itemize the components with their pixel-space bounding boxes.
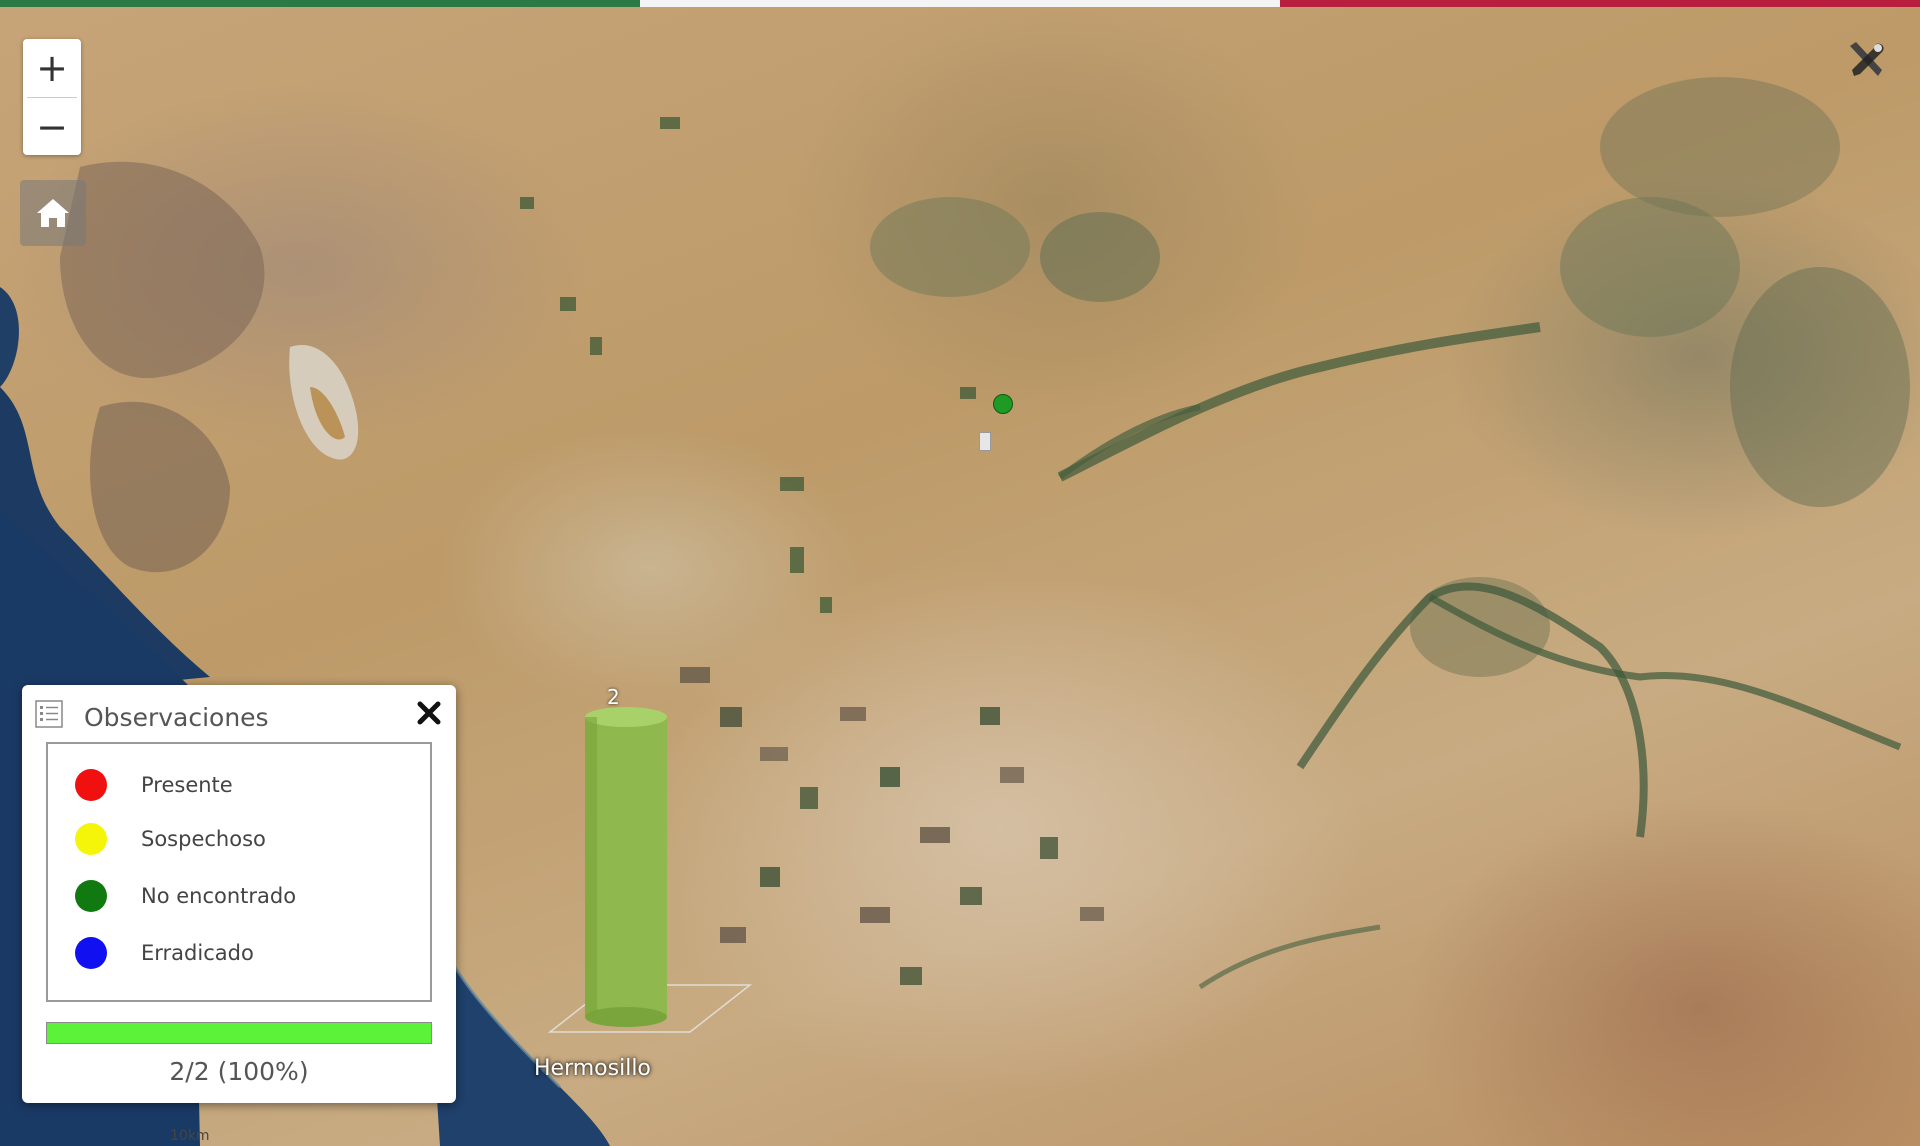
progress-fill <box>47 1023 431 1043</box>
terrain-layer <box>0 77 1910 1146</box>
legend-swatch-erradicado <box>75 937 107 969</box>
progress-text: 2/2 (100%) <box>169 1057 309 1086</box>
zoom-divider <box>27 97 77 98</box>
legend-label: Sospechoso <box>141 827 266 851</box>
progress-bar <box>46 1022 432 1044</box>
home-icon <box>37 199 69 227</box>
cluster-cylinder[interactable]: 2 <box>490 685 770 1085</box>
legend-box: Presente Sospechoso No encontrado Erradi… <box>46 742 432 1002</box>
tools-icon <box>1850 42 1884 76</box>
list-icon <box>35 700 63 728</box>
observations-panel: Observaciones Presente Sospechoso No enc… <box>22 685 456 1103</box>
zoom-in-button[interactable]: + <box>23 39 81 97</box>
zoom-out-button[interactable]: − <box>23 98 81 156</box>
legend-label: No encontrado <box>141 884 297 908</box>
legend-swatch-presente <box>75 769 107 801</box>
legend-label: Presente <box>141 773 233 797</box>
legend-item-erradicado: Erradicado <box>75 936 254 970</box>
legend-swatch-no-encontrado <box>75 880 107 912</box>
cylinder-graphic <box>547 707 753 1033</box>
flag-strip-white <box>640 0 1280 7</box>
tools-button[interactable] <box>1842 36 1890 84</box>
legend-item-no-encontrado: No encontrado <box>75 879 296 913</box>
city-label: Hermosillo <box>534 1056 651 1081</box>
flag-strip <box>0 0 1920 7</box>
panel-header: Observaciones <box>22 685 456 737</box>
close-icon[interactable] <box>414 698 444 728</box>
flag-strip-green <box>0 0 640 7</box>
legend-item-presente: Presente <box>75 768 233 802</box>
cluster-count: 2 <box>607 685 620 709</box>
home-button[interactable] <box>20 180 86 246</box>
observation-marker[interactable] <box>993 394 1013 414</box>
map-feature-marker <box>979 432 991 451</box>
legend-item-sospechoso: Sospechoso <box>75 822 266 856</box>
legend-swatch-sospechoso <box>75 823 107 855</box>
legend-label: Erradicado <box>141 941 254 965</box>
panel-title: Observaciones <box>84 703 269 732</box>
flag-strip-red <box>1280 0 1920 7</box>
zoom-control: + − <box>23 39 81 155</box>
scale-bar-label: 10km <box>170 1128 210 1144</box>
